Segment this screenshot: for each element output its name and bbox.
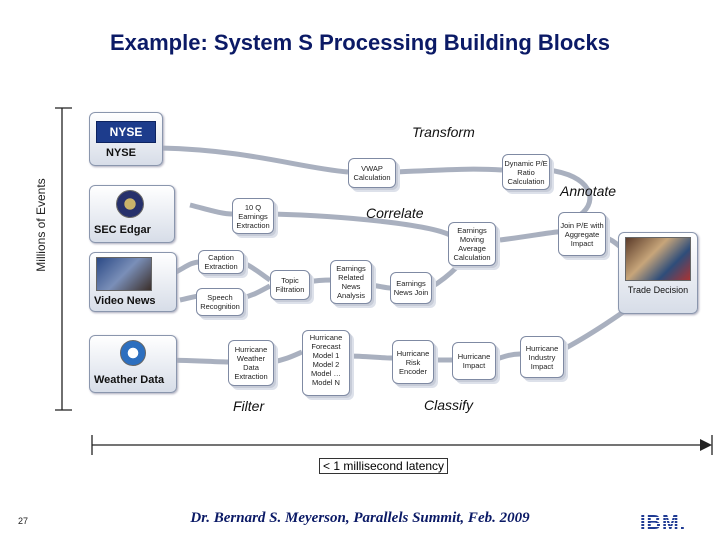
stage-filter: Filter — [233, 398, 265, 414]
nyse-label: NYSE — [106, 147, 136, 159]
trade-decision-panel: Trade Decision — [618, 232, 698, 314]
dynamic-pe-box: Dynamic P/E Ratio Calculation — [502, 154, 550, 190]
hurricane-risk-encoder-box: Hurricane Risk Encoder — [392, 340, 434, 384]
model-2-label: Model 2 — [312, 360, 340, 369]
join-pe-label: Join P/E with Aggregate Impact — [560, 220, 604, 248]
hurricane-industry-impact-box: Hurricane Industry Impact — [520, 336, 564, 378]
vwap-calculation-box: VWAP Calculation — [348, 158, 396, 188]
hurricane-risk-encoder-label: Hurricane Risk Encoder — [396, 348, 430, 376]
stage-correlate: Correlate — [366, 205, 424, 221]
dynamic-pe-label: Dynamic P/E Ratio Calculation — [504, 158, 548, 186]
sec-edgar-panel: SEC Edgar — [89, 185, 175, 243]
hurricane-impact-label: Hurricane Impact — [457, 352, 491, 370]
weather-data-label: Weather Data — [94, 374, 165, 386]
noaa-logo-icon — [120, 340, 146, 366]
caption-extraction-box: Caption Extraction — [198, 250, 244, 274]
join-pe-box: Join P/E with Aggregate Impact — [558, 212, 606, 256]
earnings-related-news-label: Earnings Related News Analysis — [336, 264, 366, 300]
nyse-panel: NYSE NYSE — [89, 112, 163, 166]
vwap-calculation-label: VWAP Calculation — [353, 164, 391, 182]
stage-annotate: Annotate — [560, 183, 617, 199]
topic-filtration-label: Topic Filtration — [275, 276, 305, 294]
video-news-label: Video News — [94, 295, 156, 307]
trading-floor-image — [625, 237, 691, 281]
stage-transform: Transform — [412, 124, 475, 140]
hurricane-weather-extraction-box: Hurricane Weather Data Extraction — [228, 340, 274, 386]
sec-seal-icon — [116, 190, 144, 218]
hurricane-weather-extraction-label: Hurricane Weather Data Extraction — [234, 345, 268, 381]
earnings-related-news-box: Earnings Related News Analysis — [330, 260, 372, 304]
tenq-extraction-label: 10 Q Earnings Extraction — [236, 202, 270, 230]
tenq-extraction-box: 10 Q Earnings Extraction — [232, 198, 274, 234]
video-news-panel: Video News — [89, 252, 177, 312]
trade-decision-label: Trade Decision — [627, 285, 689, 295]
stage-classify: Classify — [424, 397, 474, 413]
latency-label: < 1 millisecond latency — [319, 458, 449, 474]
earnings-moving-average-box: Earnings Moving Average Calculation — [448, 222, 496, 266]
hurricane-forecast-label: Hurricane Forecast — [309, 333, 343, 351]
caption-extraction-label: Caption Extraction — [204, 253, 238, 271]
footer-bar — [0, 506, 720, 540]
hurricane-industry-impact-label: Hurricane Industry Impact — [525, 343, 559, 371]
model-1-label: Model 1 — [312, 351, 340, 360]
earnings-news-join-label: Earnings News Join — [393, 279, 429, 297]
sec-edgar-label: SEC Edgar — [94, 224, 151, 236]
model-n-label: Model N — [312, 378, 340, 387]
video-thumbnail-icon — [96, 257, 152, 291]
nyse-logo: NYSE — [96, 121, 156, 143]
earnings-news-join-box: Earnings News Join — [390, 272, 432, 304]
hurricane-forecast-models-box: Hurricane Forecast Model 1 Model 2 Model… — [302, 330, 350, 396]
hurricane-impact-box: Hurricane Impact — [452, 342, 496, 380]
ibm-logo: IBM. — [640, 512, 687, 534]
footer-text: Dr. Bernard S. Meyerson, Parallels Summi… — [190, 510, 530, 526]
weather-data-panel: Weather Data — [89, 335, 177, 393]
speech-recognition-label: Speech Recognition — [200, 293, 240, 311]
speech-recognition-box: Speech Recognition — [196, 288, 244, 316]
slide-number: 27 — [18, 516, 29, 526]
slide-title: Example: System S Processing Building Bl… — [109, 30, 611, 55]
topic-filtration-box: Topic Filtration — [270, 270, 310, 300]
model-ellipsis-label: Model … — [310, 369, 341, 378]
y-axis-label: Millions of Events — [34, 178, 48, 272]
earnings-moving-average-label: Earnings Moving Average Calculation — [453, 226, 491, 262]
